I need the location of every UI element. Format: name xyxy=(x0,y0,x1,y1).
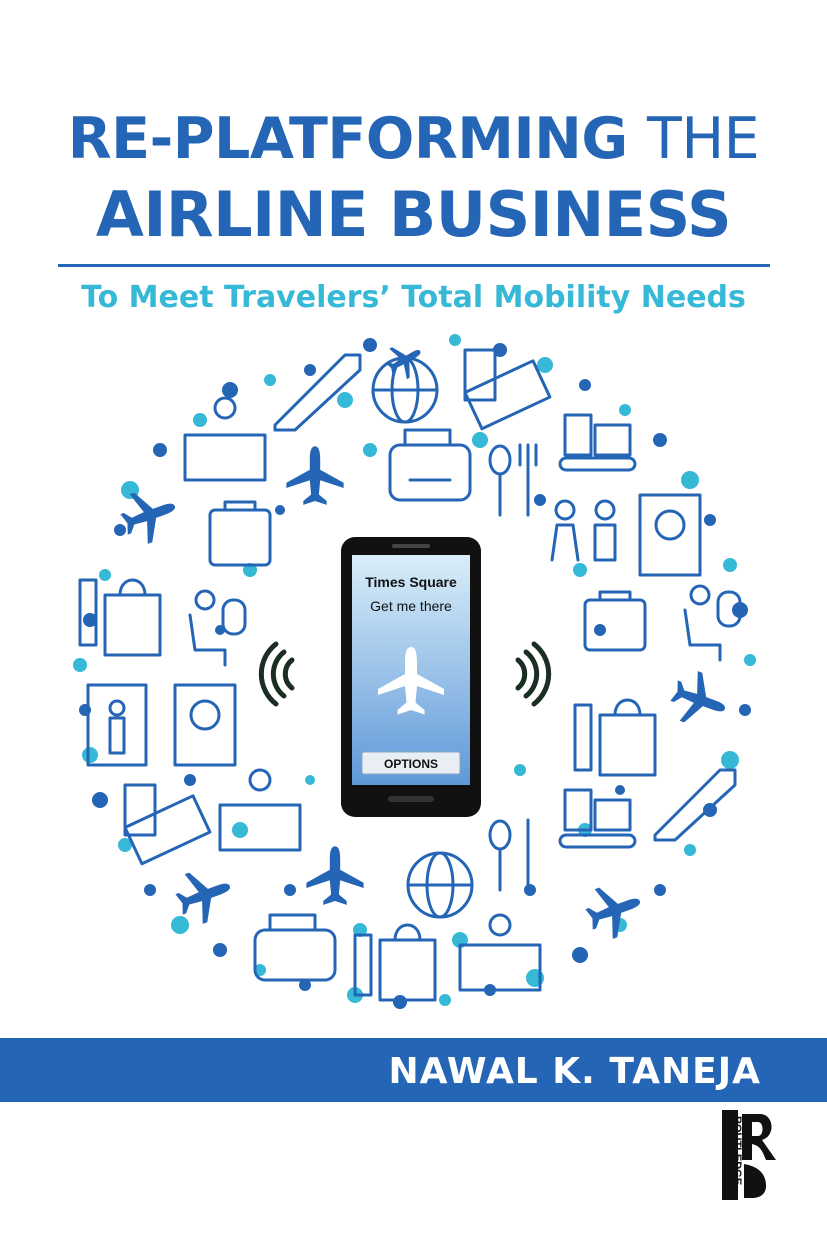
options-button[interactable] xyxy=(361,751,461,775)
book-title-line-1: RE-PLATFORMING THE xyxy=(0,106,827,172)
title-divider xyxy=(58,264,770,267)
shopping-bag-icon-3 xyxy=(353,923,437,1002)
shopping-bag-icon-2 xyxy=(573,698,657,777)
passport-icon-2 xyxy=(173,683,237,767)
window-icon xyxy=(221,598,247,636)
escalator-icon-2 xyxy=(653,768,737,842)
phone-destination: Times Square xyxy=(365,574,457,590)
taxi-icon xyxy=(388,428,472,502)
publisher-name: ROUTLEDGE xyxy=(731,1116,743,1185)
luggage-icon-2 xyxy=(558,788,637,849)
globe-icon-2 xyxy=(406,851,474,919)
airplane-icon-3 xyxy=(665,665,734,734)
book-title-line-2: AIRLINE BUSINESS xyxy=(95,178,732,251)
seat-icon-2 xyxy=(683,584,742,662)
airplane-icon-7 xyxy=(380,335,430,385)
traveler-icon xyxy=(550,499,617,562)
options-button-label: OPTIONS xyxy=(384,757,438,771)
publisher-logo: ROUTLEDGE xyxy=(722,1110,776,1200)
fork-spoon-icon xyxy=(488,443,538,517)
travel-icon-ring-illustration: Times Square Get me there OPTIONS xyxy=(73,334,756,1009)
checkin-desk-icon-2 xyxy=(218,768,302,852)
passport-icon xyxy=(638,493,702,577)
title-bold-part: RE-PLATFORMING xyxy=(67,106,628,172)
taxi-icon-2 xyxy=(253,913,337,982)
wifi-signal-icon-right xyxy=(515,641,552,707)
suitcase-icon xyxy=(208,500,272,567)
phone-prompt: Get me there xyxy=(370,598,452,614)
checkin-desk-icon xyxy=(183,396,267,482)
airplane-icon xyxy=(286,446,344,505)
author-band: NAWAL K. TANEJA xyxy=(0,1038,827,1102)
decor-dots xyxy=(73,334,756,1009)
escalator-icon xyxy=(273,353,362,432)
fork-spoon-icon-2 xyxy=(488,818,530,892)
boarding-pass-icon-2 xyxy=(123,783,212,866)
boarding-pass-icon xyxy=(463,348,552,431)
author-name: NAWAL K. TANEJA xyxy=(388,1051,761,1092)
smartphone: Times Square Get me there OPTIONS xyxy=(341,537,481,817)
checkin-desk-icon-3 xyxy=(458,913,542,992)
airplane-icon-6 xyxy=(580,876,649,945)
airplane-icon-4 xyxy=(306,846,364,905)
wifi-signal-icon-left xyxy=(258,641,295,707)
shopping-bag-icon xyxy=(78,578,162,657)
book-subtitle: To Meet Travelers’ Total Mobility Needs xyxy=(81,280,746,315)
title-light-part: THE xyxy=(647,106,760,172)
seat-icon xyxy=(188,589,227,667)
suitcase-icon-2 xyxy=(583,590,647,652)
luggage-icon xyxy=(558,413,637,472)
security-gate-icon xyxy=(86,683,148,767)
